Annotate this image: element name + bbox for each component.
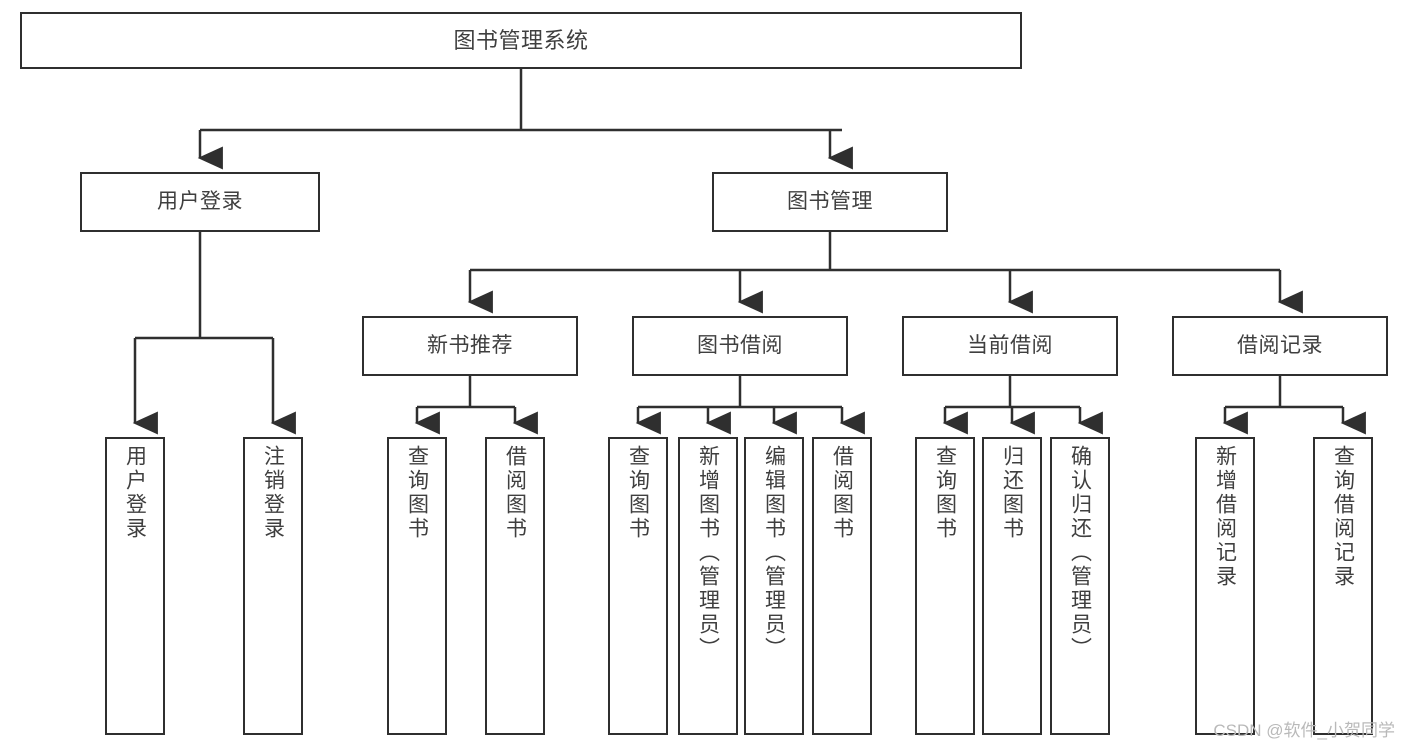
node-leaf-borrow-book-2-label: 借阅图书 [830, 445, 854, 541]
node-leaf-query-book-3-label: 查询图书 [933, 445, 957, 541]
node-user-login-label: 用户登录 [157, 189, 243, 213]
node-leaf-return-book-label: 归还图书 [1000, 445, 1024, 541]
node-leaf-add-book-admin[interactable]: 新增图书（管理员） [678, 437, 738, 735]
node-root[interactable]: 图书管理系统 [20, 12, 1022, 69]
node-leaf-logout-login-label: 注销登录 [261, 445, 285, 541]
node-root-label: 图书管理系统 [453, 27, 589, 53]
node-book-borrow-label: 图书借阅 [697, 333, 783, 357]
node-book-borrow[interactable]: 图书借阅 [632, 316, 848, 376]
node-leaf-query-book-2[interactable]: 查询图书 [608, 437, 668, 735]
node-leaf-borrow-book-1-label: 借阅图书 [503, 445, 527, 541]
node-current-borrow[interactable]: 当前借阅 [902, 316, 1118, 376]
node-leaf-edit-book-admin-label: 编辑图书（管理员） [762, 445, 786, 661]
node-borrow-record-label: 借阅记录 [1237, 333, 1323, 357]
node-leaf-query-borrow-record[interactable]: 查询借阅记录 [1313, 437, 1373, 735]
node-leaf-logout-login[interactable]: 注销登录 [243, 437, 303, 735]
node-leaf-return-book[interactable]: 归还图书 [982, 437, 1042, 735]
node-user-login[interactable]: 用户登录 [80, 172, 320, 232]
node-new-book-recommend-label: 新书推荐 [427, 333, 513, 357]
node-leaf-query-book-3[interactable]: 查询图书 [915, 437, 975, 735]
node-book-management-label: 图书管理 [787, 189, 873, 213]
node-leaf-borrow-book-2[interactable]: 借阅图书 [812, 437, 872, 735]
node-leaf-add-borrow-record[interactable]: 新增借阅记录 [1195, 437, 1255, 735]
node-leaf-query-book-2-label: 查询图书 [626, 445, 650, 541]
node-leaf-add-book-admin-label: 新增图书（管理员） [696, 445, 720, 661]
node-book-management[interactable]: 图书管理 [712, 172, 948, 232]
node-leaf-user-login[interactable]: 用户登录 [105, 437, 165, 735]
node-leaf-borrow-book-1[interactable]: 借阅图书 [485, 437, 545, 735]
watermark-text: CSDN @软件_小贺同学 [1213, 721, 1395, 740]
node-borrow-record[interactable]: 借阅记录 [1172, 316, 1388, 376]
node-leaf-user-login-label: 用户登录 [123, 445, 147, 541]
node-leaf-confirm-return-admin[interactable]: 确认归还（管理员） [1050, 437, 1110, 735]
node-current-borrow-label: 当前借阅 [967, 333, 1053, 357]
node-leaf-confirm-return-admin-label: 确认归还（管理员） [1068, 445, 1092, 661]
node-new-book-recommend[interactable]: 新书推荐 [362, 316, 578, 376]
node-leaf-query-borrow-record-label: 查询借阅记录 [1331, 445, 1355, 589]
node-leaf-edit-book-admin[interactable]: 编辑图书（管理员） [744, 437, 804, 735]
node-leaf-query-book-1[interactable]: 查询图书 [387, 437, 447, 735]
node-leaf-add-borrow-record-label: 新增借阅记录 [1213, 445, 1237, 589]
node-leaf-query-book-1-label: 查询图书 [405, 445, 429, 541]
